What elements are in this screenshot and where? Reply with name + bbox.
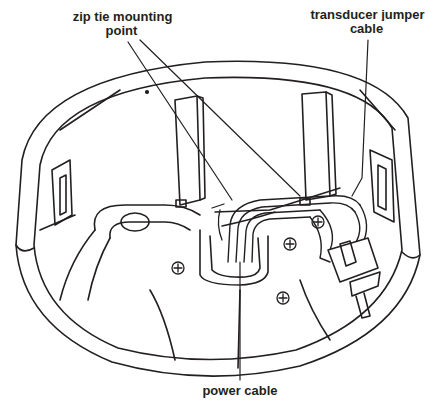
callout-label: power cable — [190, 384, 290, 398]
drawing-stroke — [40, 215, 75, 230]
drawing-stroke — [121, 213, 149, 231]
transducer-connector — [328, 238, 380, 318]
drawing-stroke — [16, 245, 34, 251]
screws — [172, 216, 324, 304]
drawing-stroke — [277, 292, 289, 304]
drawing-stroke — [350, 272, 380, 296]
cable-cradle — [60, 205, 330, 368]
drawing-stroke — [340, 241, 356, 266]
drawing-stroke — [128, 42, 232, 200]
drawing-stroke — [252, 217, 310, 262]
drawing-stroke — [370, 150, 394, 222]
drawing-stroke — [222, 212, 275, 226]
label-text: zip tie mounting point — [72, 9, 173, 38]
callout-label: transducer jumper cable — [305, 8, 429, 36]
drawing-stroke — [34, 77, 402, 359]
label-text: power cable — [201, 383, 278, 398]
drawing-stroke — [16, 61, 420, 376]
zip-ties — [212, 204, 224, 240]
right-side-bracket — [370, 150, 394, 222]
drawing-stroke — [146, 91, 149, 94]
drawing-stroke — [200, 230, 268, 285]
mount-housing — [16, 61, 420, 376]
drawing-stroke — [52, 160, 72, 225]
drawing-stroke — [239, 262, 240, 380]
leader-lines — [128, 40, 368, 380]
drawing-stroke — [302, 92, 330, 200]
drawing-stroke — [402, 252, 420, 258]
drawing-stroke — [356, 293, 370, 318]
drawing-stroke — [326, 92, 336, 196]
drawing-stroke — [212, 204, 224, 208]
drawing-stroke — [172, 262, 184, 274]
drawing-stroke — [218, 210, 222, 240]
drawing-stroke — [140, 40, 300, 196]
drawing-stroke — [310, 217, 330, 262]
drawing-stroke — [60, 90, 120, 130]
drawing-stroke — [284, 238, 296, 250]
drawing-stroke — [175, 96, 200, 205]
drawing-stroke — [150, 290, 175, 360]
drawing-stroke — [279, 294, 287, 302]
drawing-stroke — [352, 40, 368, 196]
drawing-stroke — [60, 175, 66, 215]
drawing-stroke — [215, 188, 340, 212]
drawing-stroke — [286, 240, 294, 248]
drawing-stroke — [378, 165, 386, 210]
drawing-stroke — [174, 264, 182, 272]
label-text: transducer jumper cable — [309, 7, 424, 36]
drawing-stroke — [88, 238, 110, 300]
callout-label: zip tie mounting point — [62, 10, 182, 38]
drawing-stroke — [300, 280, 330, 340]
left-side-bracket — [40, 160, 75, 230]
